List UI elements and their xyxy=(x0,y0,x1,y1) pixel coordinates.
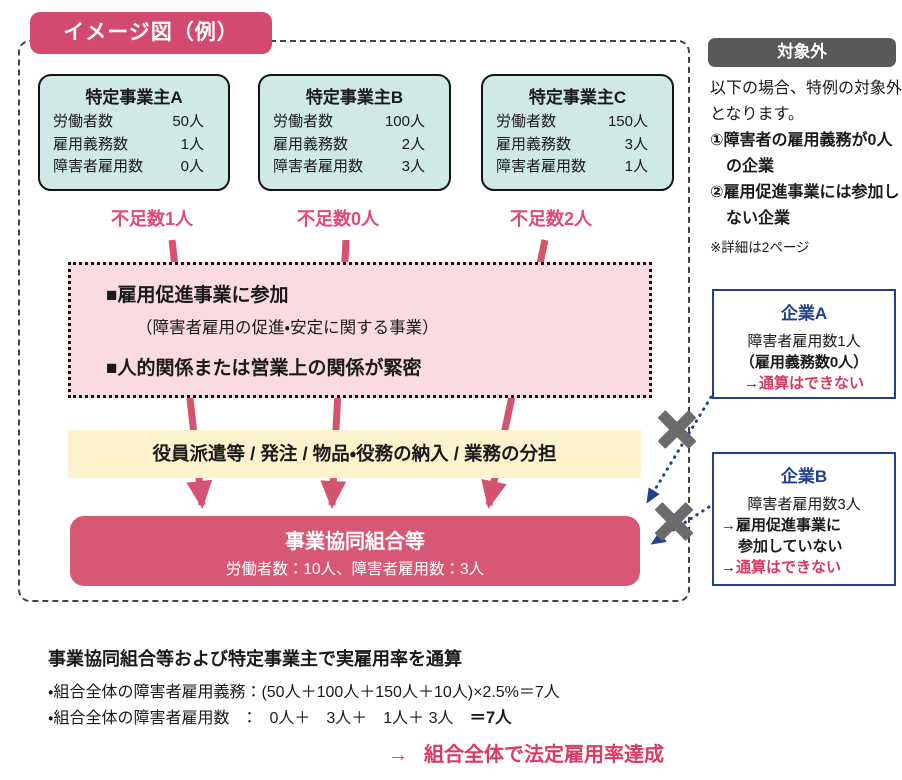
summary-line-employed: ・組合全体の障害者雇用数 ： 0人＋ 3人＋ 1人＋ 3人 ＝7人 xyxy=(48,704,512,728)
company-b-line2: →雇用促進事業に xyxy=(714,515,894,536)
stat-value: 1人 xyxy=(180,135,204,153)
conclusion-line: → 組合全体で法定雇用率達成 xyxy=(388,738,664,767)
company-b-title: 企業B xyxy=(780,467,828,486)
company-a-line1: 障害者雇用数1人 xyxy=(747,333,861,350)
cooperation-methods-bar: 役員派遣等 / 発注 / 物品・役務の納入 / 業務の分担 xyxy=(68,430,641,478)
conditions-box: ■雇用促進事業に参加 （障害者雇用の促進・安定に関する事業） ■人的関係または営… xyxy=(68,262,652,398)
company-a-result: →通算はできない xyxy=(714,373,894,394)
stat-label: 障害者雇用数 xyxy=(273,158,364,175)
excluded-intro: 以下の場合、特例の対象外となります。 xyxy=(710,80,902,123)
no-total-text: 通算はできない xyxy=(736,559,842,576)
stat-label: 雇用義務数 xyxy=(273,135,349,153)
company-b-line2-text: 雇用促進事業に xyxy=(736,517,842,534)
stat-label: 労働者数 xyxy=(273,113,334,130)
shortage-label-b: 不足数0人 xyxy=(296,209,379,229)
company-b-line3: 参加していない xyxy=(738,538,843,555)
employer-box-b: 特定事業主B 労働者数 100人 雇用義務数 2人 障害者雇用数 3人 xyxy=(258,74,451,191)
stat-row: 障害者雇用数 0人 xyxy=(40,156,228,179)
stat-label: 障害者雇用数 xyxy=(496,158,587,175)
arrow-glyph: → xyxy=(388,744,408,766)
employer-box-c: 特定事業主C 労働者数 150人 雇用義務数 3人 障害者雇用数 1人 xyxy=(481,74,674,191)
stat-value: 0人 xyxy=(180,158,204,175)
company-a-box: 企業A 障害者雇用数1人 （雇用義務数0人） →通算はできない xyxy=(712,289,896,399)
company-a-line2: （雇用義務数0人） xyxy=(739,354,869,371)
stat-label: 雇用義務数 xyxy=(496,135,572,153)
company-b-line1: 障害者雇用数3人 xyxy=(747,496,861,513)
summary-line-obligation: ・組合全体の障害者雇用義務：(50人＋100人＋150人＋10人)×2.5%＝7… xyxy=(48,684,560,701)
company-a-title: 企業A xyxy=(780,304,828,323)
company-b-box: 企業B 障害者雇用数3人 →雇用促進事業に 参加していない →通算はできない xyxy=(712,452,896,586)
excluded-header: 対象外 xyxy=(708,38,896,67)
cross-mark-icon xyxy=(652,499,696,543)
diagram-title-badge: イメージ図（例） xyxy=(30,12,272,54)
stat-value: 100人 xyxy=(384,113,425,130)
stat-label: 労働者数 xyxy=(53,113,114,130)
stat-value: 150人 xyxy=(607,113,648,130)
company-b-result: →通算はできない xyxy=(714,557,894,578)
stat-value: 3人 xyxy=(624,135,648,153)
stat-row: 雇用義務数 2人 xyxy=(260,134,449,157)
arrow-glyph: → xyxy=(743,375,759,392)
stat-value: 3人 xyxy=(401,158,425,175)
summary-heading: 事業協同組合等および特定事業主で実雇用率を通算 xyxy=(48,649,462,669)
excluded-item-1: ①障害者の雇用義務が0人の企業 xyxy=(710,132,893,175)
stat-row: 障害者雇用数 1人 xyxy=(483,156,672,179)
scheme-dashed-container xyxy=(18,40,690,602)
condition-item-2: ■人的関係または営業上の関係が緊密 xyxy=(106,358,422,379)
shortage-label-a: 不足数1人 xyxy=(110,209,193,229)
employer-c-title: 特定事業主C xyxy=(528,88,627,107)
stat-row: 雇用義務数 3人 xyxy=(483,134,672,157)
excluded-item-2: ②雇用促進事業には参加しない企業 xyxy=(710,184,900,227)
excluded-items: ①障害者の雇用義務が0人の企業 ②雇用促進事業には参加しない企業 xyxy=(710,128,902,232)
stat-row: 労働者数 50人 xyxy=(40,111,228,134)
arrow-glyph: → xyxy=(721,559,736,576)
employer-a-title: 特定事業主A xyxy=(85,88,183,107)
stat-label: 障害者雇用数 xyxy=(53,158,144,175)
stat-label: 雇用義務数 xyxy=(53,135,129,153)
condition-item-1-note: （障害者雇用の促進・安定に関する事業） xyxy=(136,319,439,337)
stat-value: 1人 xyxy=(624,158,648,175)
condition-item-1: ■雇用促進事業に参加 xyxy=(106,285,289,306)
excluded-note: ※詳細は2ページ xyxy=(710,240,810,255)
cooperative-title: 事業協同組合等 xyxy=(285,531,425,553)
conclusion-text: 組合全体で法定雇用率達成 xyxy=(424,744,664,766)
stat-row: 雇用義務数 1人 xyxy=(40,134,228,157)
cooperative-stats: 労働者数：10人、障害者雇用数：3人 xyxy=(225,561,485,578)
stat-row: 障害者雇用数 3人 xyxy=(260,156,449,179)
arrow-glyph: → xyxy=(721,517,736,534)
shortage-label-c: 不足数2人 xyxy=(509,209,592,229)
stat-value: 2人 xyxy=(401,135,425,153)
stat-value: 50人 xyxy=(172,113,204,130)
cross-mark-icon xyxy=(655,407,699,451)
employer-b-title: 特定事業主B xyxy=(305,88,404,107)
stat-row: 労働者数 100人 xyxy=(260,111,449,134)
stat-label: 労働者数 xyxy=(496,113,557,130)
stat-row: 労働者数 150人 xyxy=(483,111,672,134)
cooperative-box: 事業協同組合等 労働者数：10人、障害者雇用数：3人 xyxy=(70,516,640,586)
no-total-text: 通算はできない xyxy=(758,375,864,392)
employer-box-a: 特定事業主A 労働者数 50人 雇用義務数 1人 障害者雇用数 0人 xyxy=(38,74,230,191)
summary-line-prefix: ・組合全体の障害者雇用数 ： 0人＋ 3人＋ 1人＋ 3人 xyxy=(48,710,470,727)
summary-line-total: ＝7人 xyxy=(469,709,512,727)
